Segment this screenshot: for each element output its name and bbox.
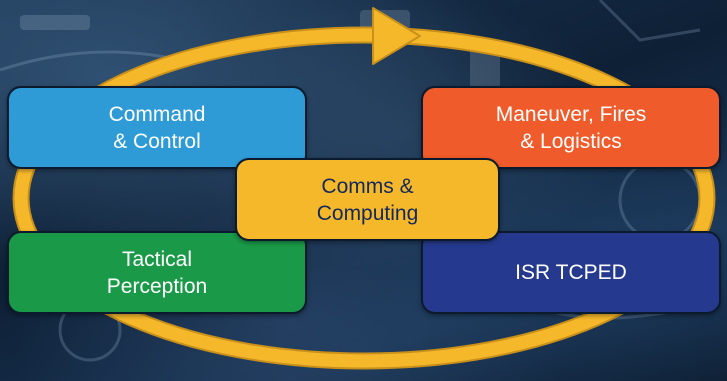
node-command-control-line-1: Command xyxy=(108,102,206,126)
node-tactical-perception: Tactical Perception xyxy=(7,231,307,314)
node-tactical-perception-line-1: Tactical xyxy=(121,247,193,271)
node-comms-computing-line-2: Computing xyxy=(316,201,419,225)
node-maneuver-fires-logistics-line-1: Maneuver, Fires xyxy=(495,102,647,126)
node-tactical-perception-line-2: Perception xyxy=(106,274,208,298)
node-maneuver-fires-logistics: Maneuver, Fires & Logistics xyxy=(421,86,721,169)
cycle-arrowhead-icon xyxy=(372,7,421,65)
node-isr-tcped-line-1: ISR TCPED xyxy=(515,261,627,284)
node-maneuver-fires-logistics-line-2: & Logistics xyxy=(520,129,622,153)
node-command-control-line-2: & Control xyxy=(113,129,201,153)
node-isr-tcped: ISR TCPED xyxy=(421,231,721,314)
node-comms-computing-line-1: Comms & xyxy=(321,174,414,198)
node-comms-computing: Comms & Computing xyxy=(235,158,500,241)
node-command-control: Command & Control xyxy=(7,86,307,169)
cycle-ring xyxy=(14,28,714,368)
